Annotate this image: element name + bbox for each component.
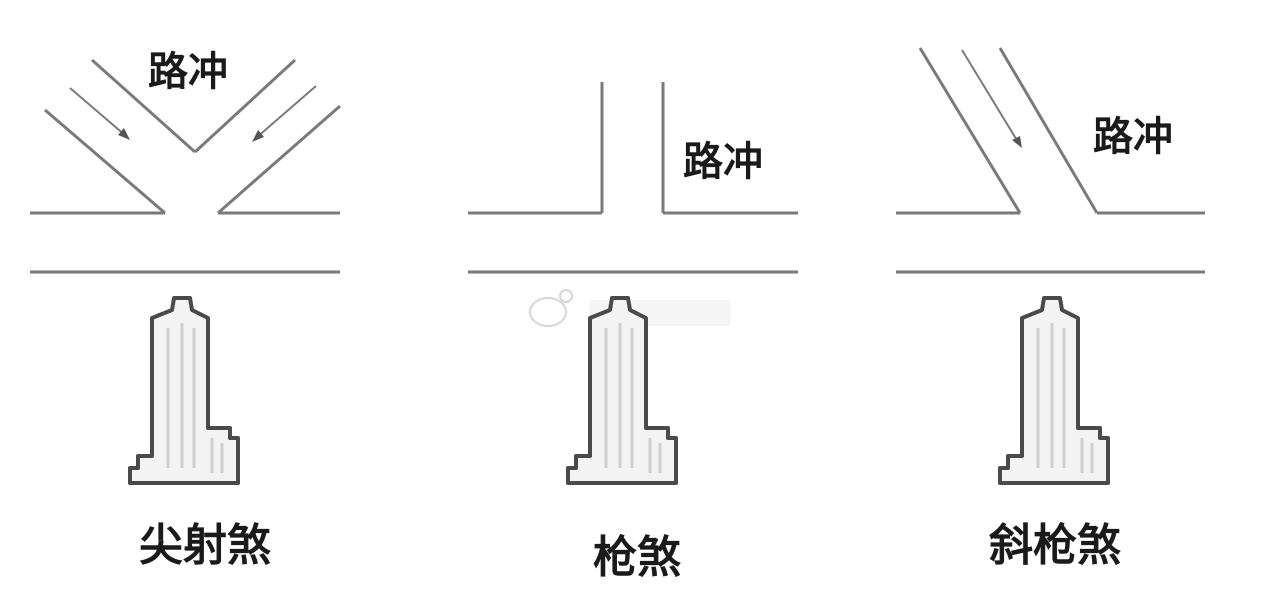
panel-title: 尖射煞 [139,520,271,571]
arrow-icon [252,85,317,142]
y-junction-roads [30,58,341,274]
panel-gun-sha: 路冲 枪煞 [468,82,798,583]
building-icon [998,296,1110,485]
road-clash-label: 路冲 [683,139,763,185]
panel-title: 枪煞 [593,532,681,583]
building-icon [128,296,240,485]
road-clash-label: 路冲 [1093,114,1173,160]
panel-oblique-gun-sha: 路冲 斜枪煞 [896,47,1205,571]
arrow-icon [69,87,130,140]
road-clash-label: 路冲 [148,49,228,95]
panel-title: 斜枪煞 [989,520,1121,571]
t-junction-roads [468,82,798,274]
panel-pointed-sha: 路冲 尖射煞 [30,49,341,571]
oblique-junction-roads [896,47,1205,274]
arrow-icon [961,49,1022,148]
